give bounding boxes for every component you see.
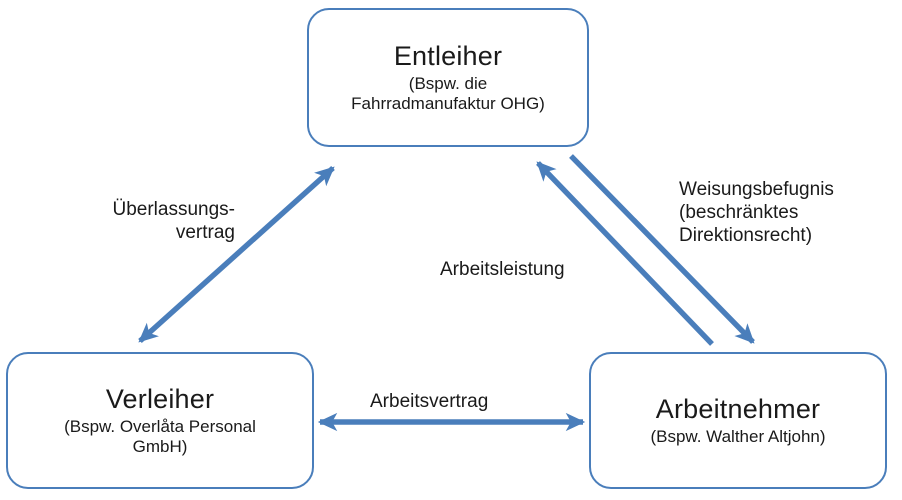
- node-entleiher-subtitle-line1: (Bspw. die: [408, 73, 488, 93]
- edge-label-weisungsbefugnis: Weisungsbefugnis (beschränktes Direktion…: [679, 178, 834, 248]
- edge-label-arbeitsleistung-line1: Arbeitsleistung: [440, 259, 565, 280]
- edge-label-ueberlassungsvertrag-line1: Überlassungs-: [112, 199, 236, 220]
- edge-label-arbeitsvertrag: Arbeitsvertrag: [370, 390, 488, 413]
- edge-label-ueberlassungsvertrag-line2: vertrag: [175, 222, 235, 244]
- node-arbeitnehmer[interactable]: Arbeitnehmer (Bspw. Walther Altjohn): [589, 352, 887, 489]
- node-entleiher-title: Entleiher: [393, 41, 503, 72]
- edge-label-weisungsbefugnis-line2: (beschränktes: [679, 202, 799, 224]
- edge-ueberlassungsvertrag: [138, 165, 335, 344]
- node-arbeitnehmer-subtitle-line1: (Bspw. Walther Altjohn): [650, 426, 826, 446]
- edge-label-weisungsbefugnis-line3: Direktionsrecht): [679, 225, 813, 247]
- edge-arbeitsleistung: [536, 161, 714, 346]
- node-verleiher-subtitle: (Bspw. Overlåta Personal GmbH): [56, 417, 264, 457]
- edge-label-arbeitsleistung: Arbeitsleistung: [440, 258, 565, 281]
- node-verleiher-subtitle-line1: (Bspw. Overlåta Personal: [64, 416, 256, 436]
- node-verleiher-title: Verleiher: [105, 384, 215, 415]
- node-entleiher[interactable]: Entleiher (Bspw. die Fahrradmanufaktur O…: [307, 8, 589, 147]
- edge-label-weisungsbefugnis-line1: Weisungsbefugnis: [679, 179, 834, 200]
- edge-label-ueberlassungsvertrag: Überlassungs- vertrag: [60, 198, 236, 244]
- node-entleiher-subtitle: (Bspw. die Fahrradmanufaktur OHG): [343, 74, 553, 114]
- node-verleiher-subtitle-line2: GmbH): [132, 436, 188, 456]
- node-entleiher-subtitle-line2: Fahrradmanufaktur OHG): [351, 93, 545, 113]
- edge-label-arbeitsvertrag-line1: Arbeitsvertrag: [370, 391, 489, 412]
- edge-weisungsbefugnis: [569, 154, 755, 344]
- node-arbeitnehmer-title: Arbeitnehmer: [655, 394, 821, 425]
- node-arbeitnehmer-subtitle: (Bspw. Walther Altjohn): [642, 427, 833, 447]
- node-verleiher[interactable]: Verleiher (Bspw. Overlåta Personal GmbH): [6, 352, 314, 489]
